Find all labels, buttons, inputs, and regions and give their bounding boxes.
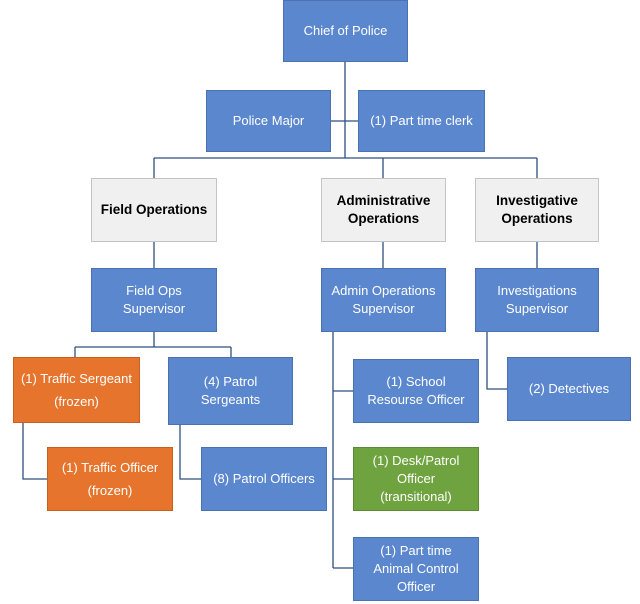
node-animal-line3: Officer bbox=[396, 579, 436, 594]
node-traffic-off-line2: (frozen) bbox=[87, 482, 133, 498]
node-school-resource-officer: (1) School Resourse Officer bbox=[353, 359, 479, 423]
node-invest-ops-line1: Investigative bbox=[496, 193, 578, 208]
node-major-label: Police Major bbox=[232, 113, 305, 128]
node-invest-sup-line1: Investigations bbox=[497, 283, 577, 298]
node-administrative-operations: Administrative Operations bbox=[321, 178, 446, 242]
node-animal-control-officer: (1) Part time Animal Control Officer bbox=[353, 537, 479, 601]
node-patrol-sgt-line2: Sergeants bbox=[200, 392, 261, 407]
node-clerk-label: (1) Part time clerk bbox=[370, 113, 473, 128]
node-admin-operations-supervisor: Admin Operations Supervisor bbox=[321, 268, 446, 332]
node-animal-line2: Animal Control bbox=[373, 561, 459, 576]
connector-traffic-off bbox=[22, 423, 47, 480]
node-invest-ops-line2: Operations bbox=[501, 211, 573, 226]
node-desk-line2: Officer bbox=[396, 471, 436, 486]
node-field-ops-label: Field Operations bbox=[100, 202, 208, 217]
node-sro-line1: (1) School bbox=[386, 374, 446, 389]
node-detectives-label: (2) Detectives bbox=[528, 381, 610, 396]
connector-patrol-off bbox=[179, 425, 201, 480]
node-patrol-sergeants: (4) Patrol Sergeants bbox=[168, 357, 293, 425]
node-patrol-off-label: (8) Patrol Officers bbox=[213, 471, 315, 486]
node-traffic-sergeant: (1) Traffic Sergeant (frozen) bbox=[13, 357, 140, 423]
node-animal-line1: (1) Part time bbox=[380, 543, 452, 558]
node-field-sup-line2: Supervisor bbox=[122, 301, 186, 316]
node-traffic-officer: (1) Traffic Officer (frozen) bbox=[47, 447, 173, 511]
node-sro-line2: Resourse Officer bbox=[367, 392, 465, 407]
node-admin-ops-line1: Administrative bbox=[336, 193, 431, 208]
node-patrol-sgt-line1: (4) Patrol bbox=[203, 374, 258, 389]
node-investigative-operations: Investigative Operations bbox=[475, 178, 599, 242]
node-field-sup-line1: Field Ops bbox=[126, 283, 182, 298]
node-chief-label: Chief of Police bbox=[303, 23, 388, 38]
node-invest-sup-line2: Supervisor bbox=[505, 301, 569, 316]
node-desk-line3: (transitional) bbox=[380, 489, 452, 504]
node-traffic-sgt-line1: (1) Traffic Sergeant bbox=[20, 370, 133, 386]
node-admin-sup-line1: Admin Operations bbox=[331, 283, 436, 298]
node-admin-ops-line2: Operations bbox=[347, 211, 420, 226]
node-investigations-supervisor: Investigations Supervisor bbox=[475, 268, 599, 332]
node-field-operations: Field Operations bbox=[91, 178, 217, 242]
node-police-major: Police Major bbox=[206, 90, 331, 152]
node-detectives: (2) Detectives bbox=[507, 357, 631, 421]
node-traffic-sgt-line2: (frozen) bbox=[54, 393, 99, 409]
node-traffic-off-line1: (1) Traffic Officer bbox=[61, 459, 159, 475]
node-desk-patrol-officer: (1) Desk/Patrol Officer (transitional) bbox=[353, 447, 479, 511]
node-desk-line1: (1) Desk/Patrol bbox=[372, 453, 460, 468]
node-part-time-clerk: (1) Part time clerk bbox=[358, 90, 485, 152]
node-field-ops-supervisor: Field Ops Supervisor bbox=[91, 268, 217, 332]
node-patrol-officers: (8) Patrol Officers bbox=[201, 447, 327, 511]
connector-detectives bbox=[486, 332, 507, 390]
node-chief-of-police: Chief of Police bbox=[283, 0, 408, 62]
node-admin-sup-line2: Supervisor bbox=[352, 301, 415, 316]
